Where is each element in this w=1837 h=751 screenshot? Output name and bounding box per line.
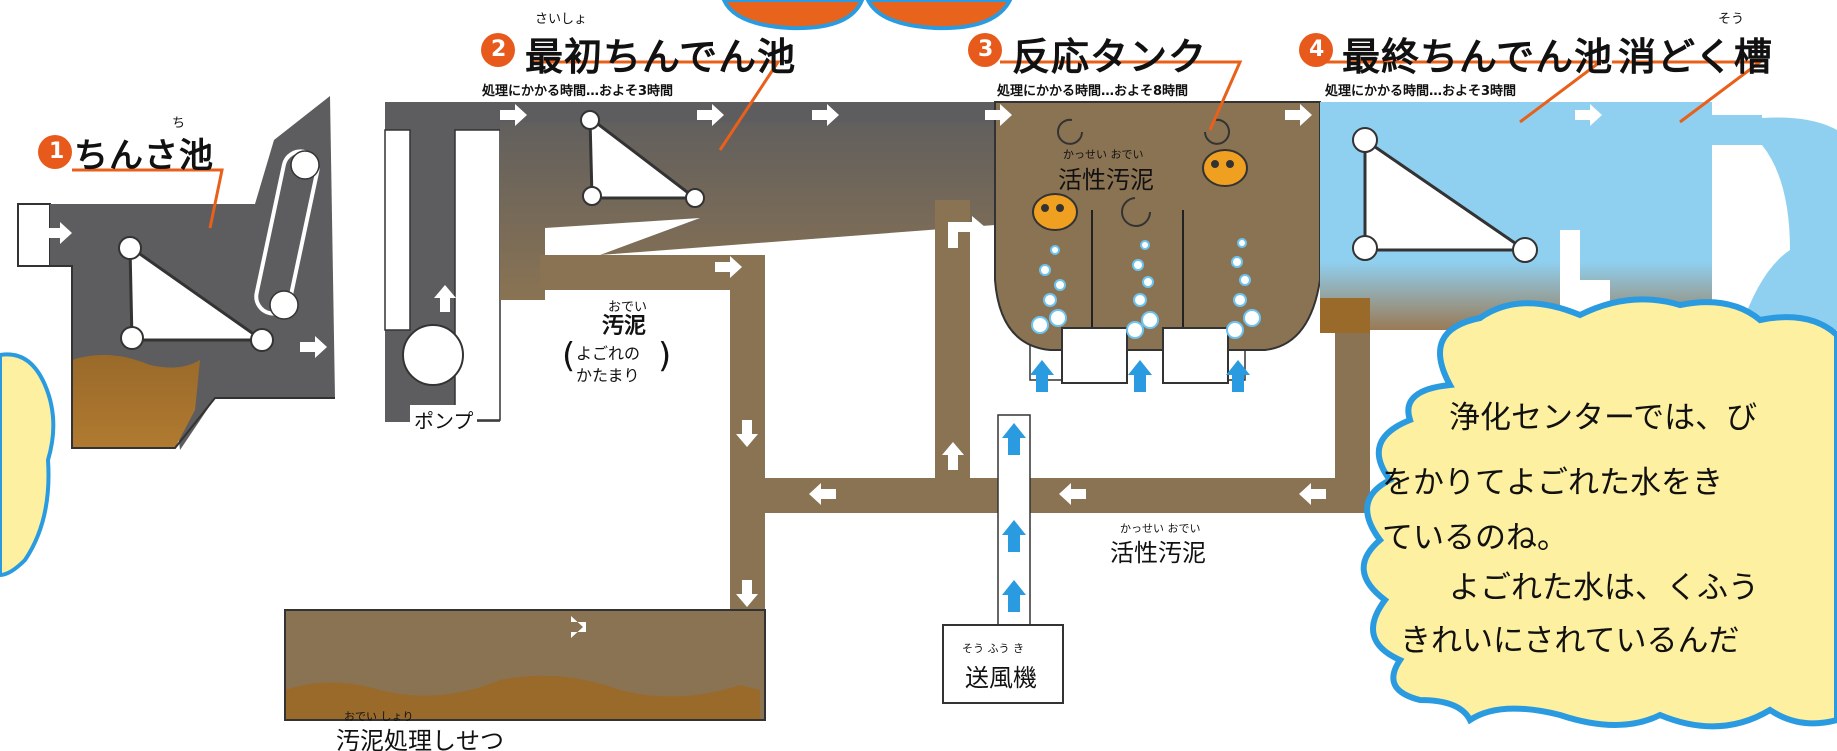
stage-2-time: 処理にかかる時間…およそ3時間 [482,84,674,99]
facility-label: 汚泥処理しせつ [336,727,504,751]
stage-3-title: 反応タンク [1012,35,1208,79]
return-sludge-label: 活性汚泥 [1110,539,1206,567]
stage-number-2 [481,33,515,67]
activated-sludge-ruby: かっせい おでい [1063,148,1144,161]
stage-number-4 [1299,33,1333,67]
activated-sludge-label: 活性汚泥 [1058,166,1154,194]
blower [942,624,1064,704]
air-arrows [1002,360,1250,612]
stage-2-number-text: 2 [491,37,507,62]
return-sludge-ruby: かっせい おでい [1120,522,1201,535]
stage-3-time: 処理にかかる時間…およそ8時間 [997,84,1189,99]
stage-4-title: 最終ちんでん池 [1342,35,1614,79]
stage-3-number-text: 3 [978,37,994,62]
aeration-bubbles [1031,238,1261,339]
right-bubble [1360,296,1837,730]
stage-number-3 [968,33,1002,67]
leader-lines [72,60,1765,229]
blower-label: 送風機 [965,664,1037,692]
bubble-line-4: よごれた水は、くふう [1418,570,1759,606]
sludge-facility [284,609,766,721]
stage-5-title: 消どく槽 [1618,35,1773,79]
stage-1-number-text: 1 [49,139,65,164]
facility-ruby: おでい しょり [344,710,414,723]
stage-5-ruby: そう [1718,12,1745,27]
outflow-water [1740,117,1837,330]
stage-4-time: 処理にかかる時間…およそ3時間 [1325,84,1517,99]
pump-label: ポンプ [410,405,478,434]
sludge-ruby: おでい [608,300,648,315]
sludge-note-paren-left: ( [562,336,576,376]
top-bubble-left [721,0,865,31]
grit-sediment [72,355,200,448]
bubble-line-3: ているのね。 [1382,520,1568,556]
primary-scraper [588,114,700,200]
final-scraper [1363,137,1530,252]
sludge-note-paren-right: ) [658,336,672,376]
grit-outline [50,265,335,449]
final-tank [1320,102,1762,330]
inlet-channel [17,203,51,267]
top-bubble-right [865,0,1013,31]
stage-4-number-text: 4 [1309,37,1325,62]
stage-2-ruby: さいしょ [535,12,588,27]
blower-ruby: そう ふう き [962,642,1024,655]
stage-1-title: ちんさ池 [74,136,214,176]
left-bubble [0,352,56,578]
bubble-line-2: をかりてよごれた水をき [1382,465,1723,501]
sludge-note-line1: よごれの [576,344,641,363]
stage-number-1 [38,135,72,169]
bubble-line-1: 浄化センターでは、び [1418,400,1758,436]
microbe-left [1032,193,1078,231]
stage-2-title: 最初ちんでん池 [525,35,797,79]
pump [402,324,464,386]
sludge-label: 汚泥 [602,314,647,339]
sludge-note-line2: かたまり [576,366,640,385]
grit-scraper [128,244,267,342]
flow-arrows [45,104,1602,638]
microbe-right [1202,149,1248,187]
bubble-line-5: きれいにされているんだ [1400,623,1740,659]
stage-1-ruby: ち [172,116,186,131]
